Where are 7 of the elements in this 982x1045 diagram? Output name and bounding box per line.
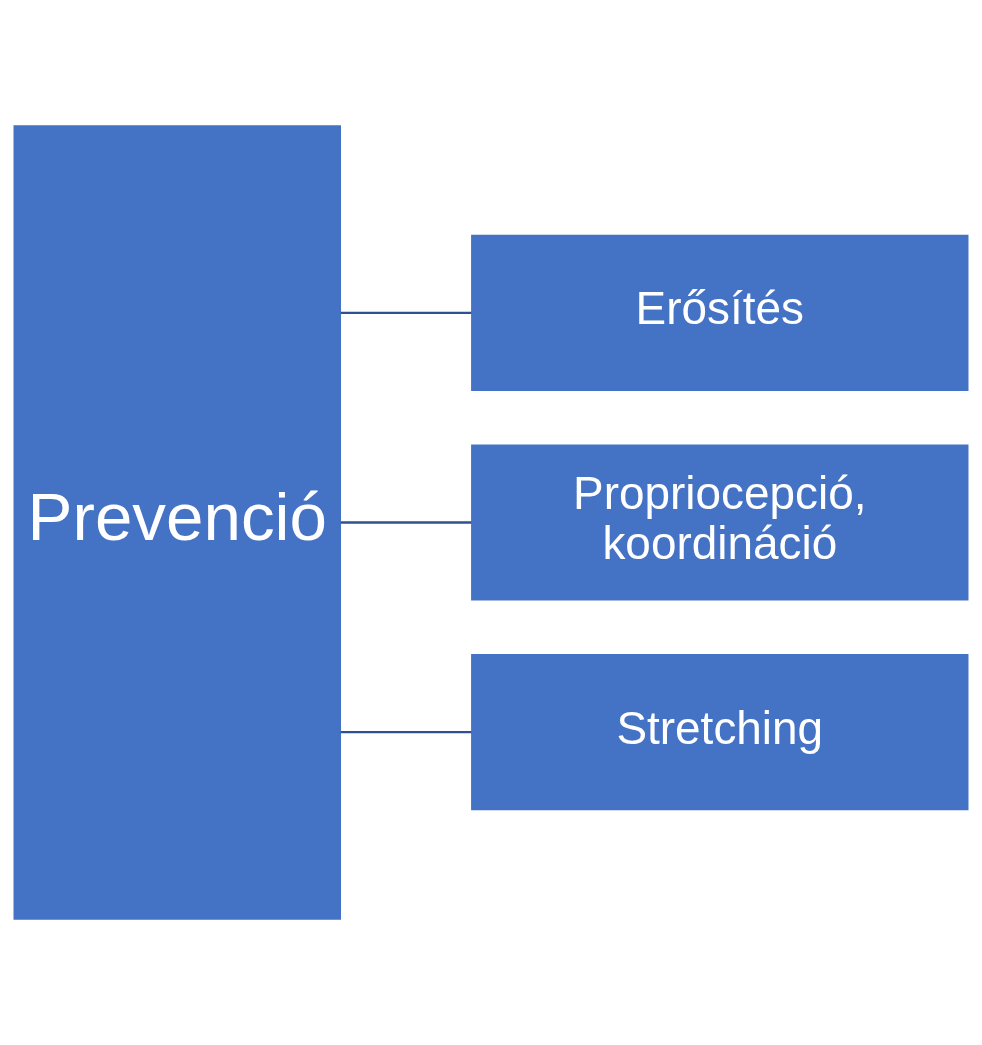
connector bbox=[340, 521, 472, 524]
node-box: Prevenció bbox=[13, 125, 341, 920]
node-box: Erősítés bbox=[471, 234, 969, 391]
node-box: Stretching bbox=[471, 654, 969, 811]
node-box: Propriocepció, koordináció bbox=[471, 444, 969, 601]
connector bbox=[340, 311, 472, 314]
connector bbox=[340, 731, 472, 734]
